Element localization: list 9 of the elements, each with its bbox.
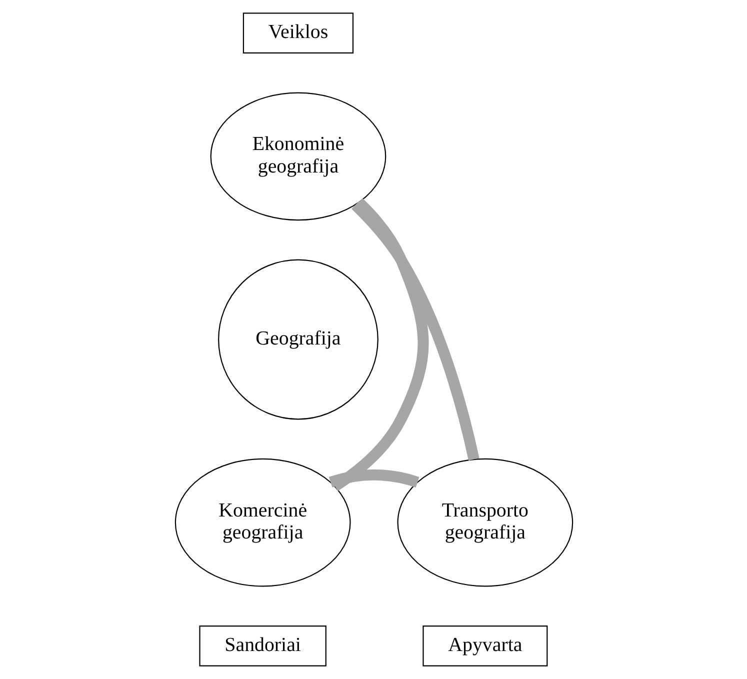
node-box: Apyvarta (422, 625, 548, 666)
node-circle: Geografija (218, 259, 378, 420)
connector (350, 200, 479, 460)
node-ellipse: Ekonominė geografija (210, 92, 386, 221)
node-box: Sandoriai (198, 625, 326, 666)
connector (328, 469, 419, 488)
node-ellipse: Komercinė geografija (174, 458, 350, 587)
node-ellipse: Transporto geografija (396, 458, 573, 587)
node-box: Veiklos (242, 12, 354, 54)
